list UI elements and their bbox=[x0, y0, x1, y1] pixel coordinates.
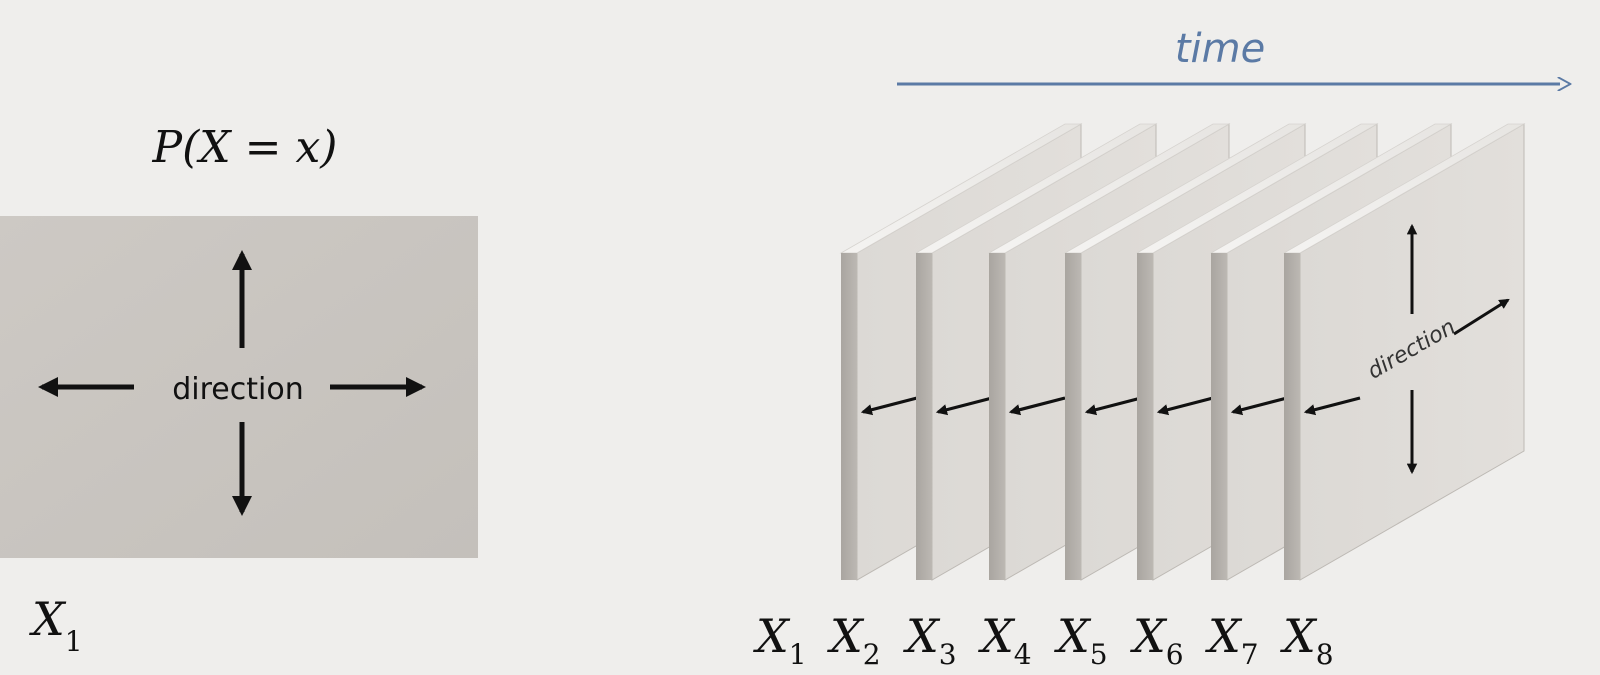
variable-label-x3: X3 bbox=[903, 609, 957, 671]
right-panel: time direction X1 X2 X3 X4 X5 X6 X7 X8 bbox=[753, 26, 1560, 671]
plate-front-edge bbox=[841, 253, 857, 580]
time-variable-labels: X1 X2 X3 X4 X5 X6 X7 X8 bbox=[753, 609, 1334, 671]
variable-label-x7: X7 bbox=[1205, 609, 1259, 671]
plate-front-edge bbox=[1211, 253, 1227, 580]
time-plate-7: direction bbox=[1282, 123, 1526, 581]
plate-arrow-left bbox=[1008, 396, 1066, 416]
variable-label-x4: X4 bbox=[978, 609, 1032, 671]
variable-label-x1: X1 bbox=[753, 609, 807, 671]
probability-label: P(X = x) bbox=[152, 122, 338, 173]
variable-label-x5: X5 bbox=[1054, 609, 1108, 671]
plate-front-edge bbox=[1065, 253, 1081, 580]
variable-label-x6: X6 bbox=[1130, 609, 1184, 671]
plate-arrow-left bbox=[860, 396, 918, 416]
plate-front-edge bbox=[989, 253, 1005, 580]
plate-front-edge bbox=[916, 253, 932, 580]
variable-label-x1: X1 bbox=[29, 592, 83, 658]
plate-arrow-right bbox=[1453, 298, 1510, 336]
plate-arrow-left bbox=[1230, 396, 1288, 416]
left-panel: P(X = x) direction X1 bbox=[0, 122, 478, 658]
plate-arrow-left bbox=[1156, 396, 1214, 416]
time-label: time bbox=[1175, 26, 1265, 72]
plate-front-edge bbox=[1137, 253, 1153, 580]
plate-arrow-left bbox=[1084, 396, 1142, 416]
plate-arrow-left bbox=[1303, 396, 1361, 416]
time-plates: direction bbox=[839, 123, 1526, 581]
direction-label: direction bbox=[172, 372, 303, 407]
variable-label-x8: X8 bbox=[1280, 609, 1334, 671]
variable-label-x2: X2 bbox=[827, 609, 881, 671]
plate-front-edge bbox=[1284, 253, 1300, 580]
plate-arrow-left bbox=[935, 396, 993, 416]
